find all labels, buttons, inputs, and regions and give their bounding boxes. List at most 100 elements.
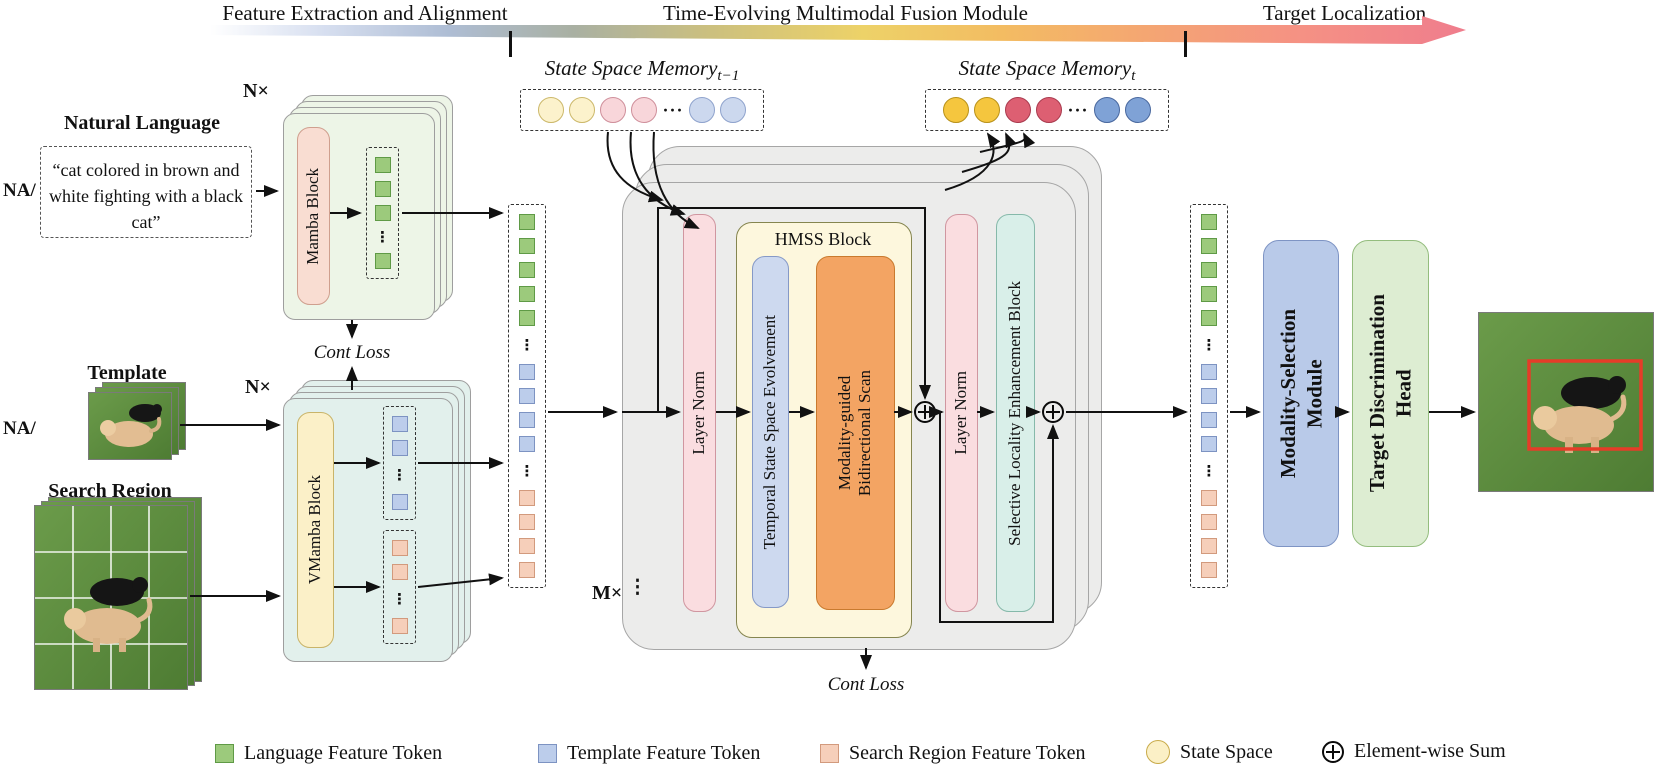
element-wise-sum-icon — [1322, 740, 1344, 763]
result-image — [1478, 312, 1654, 492]
legend-label: Search Region Feature Token — [849, 742, 1086, 764]
hmss-block-title: HMSS Block — [774, 229, 872, 249]
fusion-stack-dots: ⋮ — [628, 577, 647, 598]
state-space-circle — [974, 97, 1001, 123]
search-token — [1201, 538, 1217, 554]
hdots: ··· — [662, 99, 684, 120]
target-discrimination-head: Target Discrimination Head — [1352, 240, 1429, 547]
na-language-label: NA/ — [3, 180, 36, 201]
template-image — [88, 392, 172, 460]
template-token — [1201, 364, 1217, 380]
stage-divider-tick — [1184, 31, 1187, 57]
search-region-image — [34, 505, 188, 690]
search-token — [1201, 514, 1217, 530]
vdots: ⋮ — [519, 461, 535, 480]
modality-selection-module: Modality-Selection Module — [1263, 240, 1339, 547]
layer-norm-1-block: Layer Norm — [683, 214, 716, 612]
search-token — [519, 562, 535, 578]
language-token — [1201, 310, 1217, 326]
search-token-group — [519, 490, 535, 578]
template-token-group — [391, 416, 408, 456]
search-tokens-box: ⋮ — [383, 530, 416, 644]
template-token — [1201, 388, 1217, 404]
vmamba-block: VMamba Block — [297, 412, 334, 648]
template-token — [391, 440, 408, 456]
state-space-circle — [943, 97, 970, 123]
natural-language-heading: Natural Language — [63, 112, 221, 134]
legend-item-state-space: State Space — [1146, 740, 1273, 764]
legend-label: State Space — [1180, 740, 1273, 763]
repeat-count-fusion: M× — [592, 582, 623, 604]
state-space-memory-curr: ··· — [925, 89, 1169, 131]
template-token-group — [519, 364, 535, 452]
search-token — [1201, 490, 1217, 506]
search-token — [391, 540, 408, 556]
language-token — [1201, 238, 1217, 254]
state-space-memory-curr-label: State Space Memoryt — [925, 56, 1169, 85]
language-token — [1201, 262, 1217, 278]
state-space-circle — [1036, 97, 1063, 123]
template-token — [391, 494, 408, 510]
element-wise-sum-icon — [914, 401, 936, 423]
language-token — [519, 262, 535, 278]
template-token — [391, 416, 408, 432]
vdots: ⋮ — [519, 335, 535, 354]
memory-prev-subscript: t−1 — [717, 68, 740, 85]
search-token — [1201, 562, 1217, 578]
state-space-memory-prev: ··· — [520, 89, 764, 131]
memory-curr-subscript: t — [1131, 68, 1136, 85]
language-token — [519, 214, 535, 230]
language-token — [1201, 286, 1217, 302]
language-token-group — [519, 214, 535, 326]
state-space-circle — [688, 97, 715, 123]
state-space-circle — [1093, 97, 1120, 123]
search-token — [391, 618, 408, 634]
language-token — [1201, 214, 1217, 230]
language-token — [374, 253, 391, 269]
stage-label-fusion: Time-Evolving Multimodal Fusion Module — [663, 1, 1028, 25]
temporal-state-space-label: Temporal State Space Evolvement — [760, 314, 780, 550]
language-token — [374, 181, 391, 197]
language-token-group — [374, 157, 391, 221]
stage-divider-tick — [509, 31, 512, 57]
repeat-count-vision: N× — [245, 376, 271, 398]
fused-token-column: ⋮ ⋮ — [508, 204, 546, 588]
state-space-circle — [1005, 97, 1032, 123]
state-space-icon — [1146, 740, 1170, 764]
language-token — [519, 238, 535, 254]
legend-item-language-token: Language Feature Token — [215, 742, 442, 765]
state-space-circle — [600, 97, 627, 123]
target-bounding-box — [1527, 359, 1643, 451]
element-wise-sum-icon — [1042, 401, 1064, 423]
template-token — [1201, 412, 1217, 428]
state-space-circle — [1124, 97, 1151, 123]
modality-guided-scan-block: Modality-guided Bidirectional Scan — [816, 256, 895, 610]
target-discrimination-label: Target Discrimination Head — [1365, 294, 1416, 493]
language-token-icon — [215, 744, 234, 763]
hdots: ··· — [1067, 99, 1089, 120]
selective-locality-block: Selective Locality Enhancement Block — [996, 214, 1035, 612]
cont-loss-fusion: Cont Loss — [827, 674, 905, 695]
language-token — [374, 157, 391, 173]
language-tokens-box: ⋮ — [366, 147, 399, 279]
state-space-circle — [631, 97, 658, 123]
legend-item-template-token: Template Feature Token — [538, 742, 760, 765]
legend-label: Template Feature Token — [567, 742, 761, 764]
selective-locality-label: Selective Locality Enhancement Block — [1005, 280, 1025, 546]
cont-loss-encoders: Cont Loss — [313, 342, 391, 363]
search-token — [519, 490, 535, 506]
modality-guided-scan-label: Modality-guided Bidirectional Scan — [835, 369, 875, 497]
search-token — [519, 538, 535, 554]
memory-curr-title: State Space Memory — [958, 56, 1132, 80]
vmamba-block-label: VMamba Block — [305, 475, 325, 585]
na-template-label: NA/ — [3, 418, 36, 439]
language-token-group — [1201, 214, 1217, 326]
search-token-icon — [820, 744, 839, 763]
language-token — [519, 310, 535, 326]
vdots: ⋮ — [375, 227, 390, 246]
legend-item-search-token: Search Region Feature Token — [820, 742, 1086, 765]
template-token — [519, 364, 535, 380]
vdots: ⋮ — [392, 589, 407, 608]
state-space-circle — [719, 97, 746, 123]
